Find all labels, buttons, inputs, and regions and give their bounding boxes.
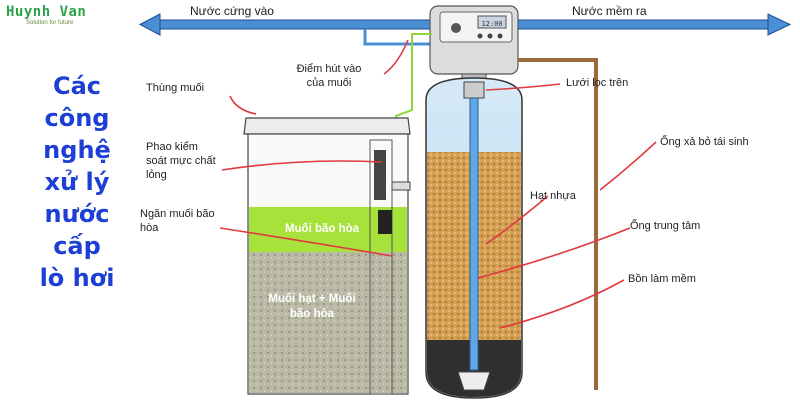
brine-well-label: Ngăn muối bão hòa [140,207,215,235]
brine-draw-line: của muối [306,77,352,89]
drain-line-label: Ống xả bỏ tái sinh [660,136,749,148]
page-title: Các công nghệ xử lý nước cấp lò hơi [22,70,132,294]
title-line: xử lý [44,168,110,196]
softener-tank [425,77,523,399]
float-label: Phao kiểm soát mực chất lỏng [146,140,216,182]
softener-tank-label: Bồn làm mềm [628,273,696,285]
brine-draw-label: Điểm hút vào của muối [284,62,374,90]
float [378,210,392,234]
float-line: Phao kiểm [146,141,198,153]
title-line: công [44,104,110,132]
bottom-distributor [457,371,491,391]
salt-line: bão hòa [289,308,335,320]
outlet-label: Nước mềm ra [572,4,647,18]
bypass-pipe [363,29,430,46]
upper-screen-label: Lưới lọc trên [566,77,629,89]
salt-line: Muối hạt + Muối [268,293,356,305]
brand-logo: Huynh Van Solution for future [6,4,96,27]
riser-tube-label: Ống trung tâm [630,220,701,232]
title-line: Các [52,72,102,100]
saturated-brine-label: Muối bão hòa [284,223,360,235]
float-valve [374,150,386,200]
inlet-pipe [138,13,433,36]
title-line: lò hơi [39,264,115,292]
resin-label: Hạt nhựa [530,190,576,202]
control-valve [429,5,519,83]
drain-pipe [518,58,598,390]
inlet-label: Nước cứng vào [190,4,274,18]
overflow-fitting [391,181,411,191]
float-line: soát mực chất [146,155,216,167]
brine-well-line: Ngăn muối bão [140,208,215,220]
brine-well-line: hòa [140,222,159,234]
brine-tank-label: Thùng muối [146,82,205,94]
salt-layer [249,252,407,393]
brine-well [369,139,393,395]
brine-tank [243,117,411,395]
upper-screen [463,81,485,99]
brine-draw-line: Điểm hút vào [296,63,362,75]
outlet-pipe [514,13,792,36]
title-line: nước [44,200,110,228]
valve-display: 12:00 [481,20,502,28]
title-line: cấp [53,232,101,260]
float-line: lỏng [146,169,167,181]
brand-tagline: Solution for future [26,20,74,26]
brand-name: Huynh Van [6,4,87,20]
title-line: nghệ [43,136,111,164]
callout-lines [219,39,657,329]
riser-tube [469,97,479,371]
salt-label: Muối hạt + Muối bão hòa [252,292,372,322]
